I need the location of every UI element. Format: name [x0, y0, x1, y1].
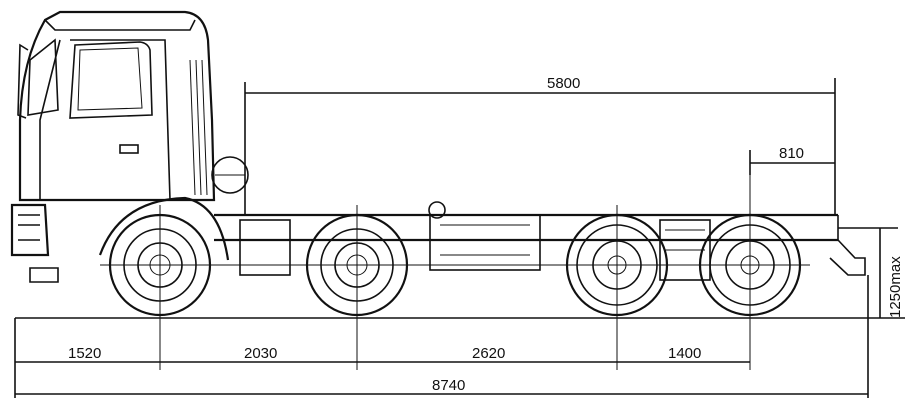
- dim-overall-length-label: 8740: [432, 377, 465, 394]
- dim-axle-gap-1-label: 2030: [244, 345, 277, 362]
- dim-cargo-length: 5800: [244, 75, 836, 215]
- dim-rear-overhang-label: 810: [779, 145, 804, 162]
- chassis-frame: [214, 201, 866, 281]
- dim-axle-chain: 1520 2030 2620 1400: [14, 318, 750, 398]
- wheel-1: [98, 196, 230, 317]
- dim-rear-overhang: 810: [749, 145, 835, 175]
- dim-frame-height-label: 1250max: [887, 256, 904, 318]
- dim-overall-length: 8740: [15, 275, 869, 398]
- dim-cargo-length-label: 5800: [547, 75, 580, 92]
- dim-axle-gap-2-label: 2620: [472, 345, 505, 362]
- axle-centerlines: [100, 150, 810, 370]
- dim-axle-gap-3-label: 1400: [668, 345, 701, 362]
- dim-frame-height: 1250max: [838, 227, 904, 318]
- dim-front-overhang-label: 1520: [68, 345, 101, 362]
- cab: [10, 10, 249, 283]
